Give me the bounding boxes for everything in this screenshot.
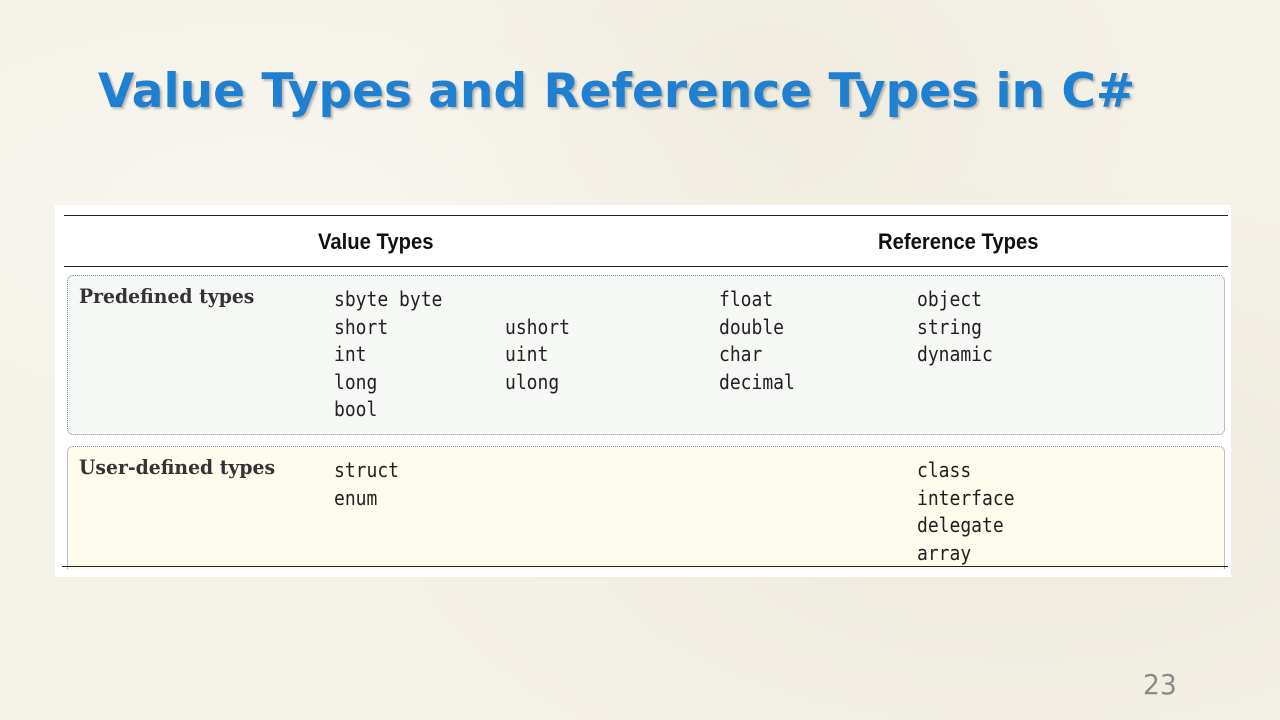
- slide-title: Value Types and Reference Types in C#: [98, 64, 1136, 119]
- type-keyword: ushort: [505, 314, 571, 339]
- table-header-rule: [64, 266, 1228, 267]
- value-types-col-2: ushort uint ulong: [505, 286, 570, 396]
- row-label: User-defined types: [79, 455, 276, 479]
- type-keyword: int: [334, 342, 367, 366]
- type-keyword: bool: [334, 397, 378, 421]
- table-bottom-rule: [62, 566, 1228, 567]
- types-table: Value Types Reference Types Predefined t…: [55, 205, 1231, 577]
- reference-types-col: object string dynamic: [917, 286, 993, 369]
- type-keyword: uint: [505, 342, 549, 366]
- type-keyword: enum: [334, 485, 378, 510]
- type-keyword: array: [917, 540, 972, 565]
- value-types-col-3: float double char decimal: [719, 286, 795, 396]
- user-defined-types-row: User-defined types struct enum class int…: [67, 446, 1225, 569]
- type-keyword: char: [719, 342, 763, 366]
- type-keyword: [505, 286, 570, 314]
- type-keyword: double: [719, 314, 785, 339]
- predefined-types-row: Predefined types sbyte byte short int lo…: [67, 275, 1225, 435]
- type-keyword: struct: [334, 458, 400, 482]
- reference-types-col: class interface delegate array: [917, 457, 1015, 567]
- reference-types-header: Reference Types: [878, 229, 1039, 254]
- type-keyword: decimal: [719, 369, 795, 394]
- type-keyword: interface: [917, 485, 1015, 510]
- type-keyword: ulong: [505, 369, 560, 394]
- type-keyword: dynamic: [917, 342, 993, 366]
- type-keyword: string: [917, 314, 983, 339]
- type-keyword: short: [334, 314, 389, 339]
- type-keyword: object: [917, 287, 983, 311]
- table-top-rule: [64, 215, 1228, 216]
- type-keyword: class: [917, 458, 972, 482]
- type-keyword: float: [719, 287, 774, 311]
- row-label: Predefined types: [79, 284, 255, 308]
- type-keyword: long: [334, 369, 378, 394]
- type-keyword: sbyte byte: [334, 287, 443, 311]
- value-types-col-1: sbyte byte short int long bool: [334, 286, 442, 424]
- value-types-header: Value Types: [318, 229, 434, 254]
- type-keyword: delegate: [917, 513, 1004, 537]
- value-types-col-1: struct enum: [334, 457, 399, 512]
- page-number: 23: [1143, 668, 1177, 701]
